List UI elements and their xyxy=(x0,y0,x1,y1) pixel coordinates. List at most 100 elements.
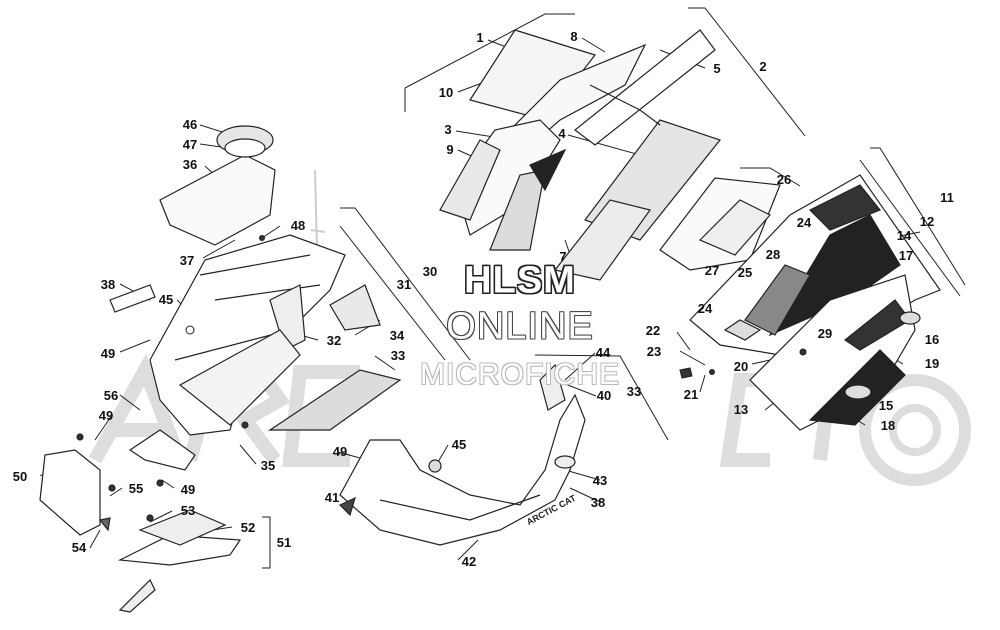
callout-55: 55 xyxy=(128,481,144,496)
side-panel-top-assembly xyxy=(439,29,722,281)
nose-pan-assembly xyxy=(338,363,586,546)
callout-24b: 24 xyxy=(697,301,713,316)
callout-2: 2 xyxy=(759,59,767,74)
callout-43: 43 xyxy=(592,473,608,488)
callout-21: 21 xyxy=(683,387,699,402)
callout-49d: 49 xyxy=(332,444,348,459)
callout-38a: 38 xyxy=(100,277,116,292)
callout-33a: 33 xyxy=(390,348,406,363)
fastener-53 xyxy=(146,514,154,522)
callout-45a: 45 xyxy=(158,292,174,307)
callout-54: 54 xyxy=(71,540,87,555)
plug-45 xyxy=(428,459,442,473)
callout-53: 53 xyxy=(180,503,196,518)
badge-16 xyxy=(899,311,921,325)
vent-47 xyxy=(224,138,266,158)
callout-26: 26 xyxy=(776,172,792,187)
panel-52 xyxy=(138,509,227,546)
fastener-49b xyxy=(76,433,84,441)
hardware xyxy=(185,235,807,429)
callout-29: 29 xyxy=(817,326,833,341)
callout-9: 9 xyxy=(446,142,454,157)
callout-49c: 49 xyxy=(180,482,196,497)
callout-5: 5 xyxy=(713,61,721,76)
badge-15 xyxy=(844,384,872,400)
pocket-24 xyxy=(723,319,762,341)
callout-34: 34 xyxy=(389,328,405,343)
callout-35: 35 xyxy=(260,458,276,473)
hole-43 xyxy=(554,455,576,469)
callout-15: 15 xyxy=(878,398,894,413)
callout-12: 12 xyxy=(919,214,935,229)
panel-50 xyxy=(39,449,101,536)
callout-48: 48 xyxy=(290,218,306,233)
callout-22: 22 xyxy=(645,323,661,338)
callout-19: 19 xyxy=(924,356,940,371)
callout-20: 20 xyxy=(733,359,749,374)
panel-3 xyxy=(454,119,561,236)
callout-49b: 49 xyxy=(98,408,114,423)
callout-11: 11 xyxy=(940,190,954,205)
panel-7 xyxy=(553,199,652,281)
callout-23: 23 xyxy=(646,344,662,359)
decal-38 xyxy=(109,284,156,313)
panel-5 xyxy=(574,29,716,146)
callout-42: 42 xyxy=(461,554,477,569)
front-frame-assembly xyxy=(109,125,402,436)
callout-37: 37 xyxy=(179,253,195,268)
callout-41: 41 xyxy=(324,490,340,505)
pin-54 xyxy=(98,517,111,532)
callout-36: 36 xyxy=(182,157,198,172)
callout-17: 17 xyxy=(898,248,914,263)
callout-27: 27 xyxy=(704,263,720,278)
callout-47: 47 xyxy=(182,137,198,152)
hook-41 xyxy=(338,496,356,517)
panel-10 xyxy=(469,29,597,121)
bottom-panel xyxy=(178,329,301,426)
callout-46: 46 xyxy=(182,117,198,132)
graphic-stripe-2 xyxy=(808,184,881,231)
panel-28 xyxy=(698,199,771,256)
side-panel-right-assembly xyxy=(659,174,941,431)
callout-44: 44 xyxy=(595,345,611,360)
callout-7: 7 xyxy=(559,249,567,264)
panel-34 xyxy=(329,284,381,331)
panel-36 xyxy=(159,154,276,246)
nose-pan-floor xyxy=(379,494,541,521)
callout-40: 40 xyxy=(596,388,612,403)
callout-1: 1 xyxy=(476,30,484,45)
callout-18: 18 xyxy=(880,418,896,433)
callout-38b: 38 xyxy=(590,495,606,510)
callout-56: 56 xyxy=(103,388,119,403)
fastener-55 xyxy=(108,484,116,492)
panel-51 xyxy=(117,534,242,566)
callout-13: 13 xyxy=(733,402,749,417)
fastener-49 xyxy=(156,479,164,487)
pan-piece-40 xyxy=(539,363,566,411)
shadow-tail xyxy=(118,578,156,613)
cutout-1 xyxy=(529,148,567,192)
mesh-grille-25 xyxy=(744,264,811,336)
watermark-line-3: MICROFICHE xyxy=(420,358,620,391)
callout-24a: 24 xyxy=(796,215,812,230)
wire-strip xyxy=(589,84,661,126)
callout-8: 8 xyxy=(570,29,578,44)
callout-51: 51 xyxy=(276,535,292,550)
callout-25: 25 xyxy=(737,265,753,280)
callout-31: 31 xyxy=(396,277,412,292)
watermark-line-2: ONLINE xyxy=(446,305,594,348)
callout-30: 30 xyxy=(422,264,438,279)
callout-14: 14 xyxy=(896,228,912,243)
callout-3: 3 xyxy=(444,122,452,137)
panel-33 xyxy=(268,369,402,431)
callout-49a: 49 xyxy=(100,346,116,361)
callout-45b: 45 xyxy=(451,437,467,452)
callout-16: 16 xyxy=(924,332,940,347)
callout-32: 32 xyxy=(326,333,342,348)
lower-left-assembly xyxy=(39,429,242,613)
panel-9 xyxy=(439,139,501,221)
callout-33b: 33 xyxy=(626,384,642,399)
bracket-56 xyxy=(128,429,196,471)
